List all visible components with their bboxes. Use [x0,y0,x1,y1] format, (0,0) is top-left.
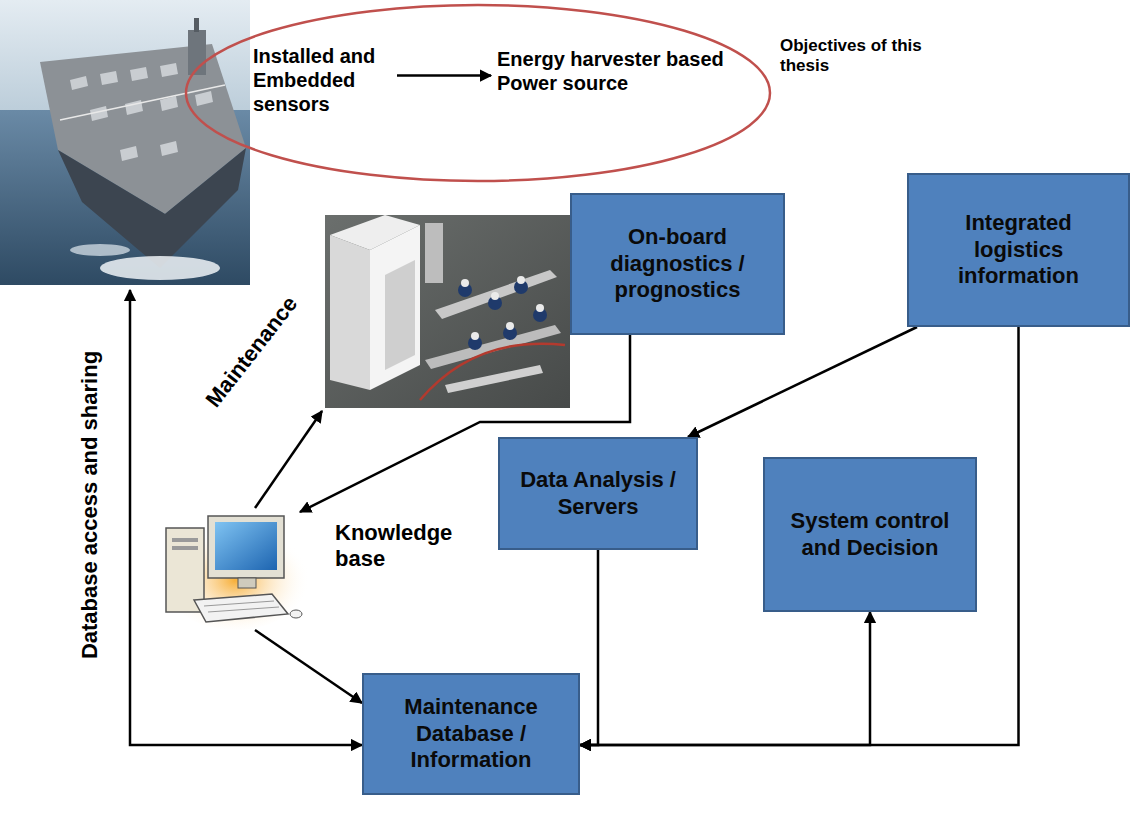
computer-icon [215,522,277,570]
crew [461,279,469,287]
launcher-structure [425,223,443,283]
crew [536,304,544,312]
ellipse-text: Energy harvester based Power source [497,47,742,95]
photo-label: Maintenance [201,291,304,412]
ship-photo [100,71,118,85]
box-text: Data Analysis / Servers [508,467,688,520]
box-text-wrap: On-board diagnostics / prognostics [595,224,760,303]
computer-image [160,510,310,630]
deck-line [420,344,565,400]
connector-arrow [255,411,322,508]
connector-arrow [580,612,870,745]
process-box: On-board diagnostics / prognostics [570,193,785,335]
box-text: Integrated logistics information [929,210,1109,289]
launcher-structure [370,225,420,390]
box-text: System control and Decision [780,508,960,561]
missiles [445,365,543,393]
missiles [435,270,557,319]
knowledge-base-icon: Knowledge base [160,510,460,635]
ship-photo [194,18,199,32]
ellipse-outline [186,5,770,181]
connector-arrow [397,74,491,77]
computer-icon [194,594,288,622]
crew [517,276,525,284]
ship-photo [195,91,213,106]
vertical-label-wrap: Database access and sharing [77,351,103,659]
connector-arrow [688,327,917,437]
vertical-label: Database access and sharing [77,351,103,659]
node-text: Installed and Embedded sensors [253,44,393,116]
computer-icon [208,607,279,612]
ellipse-text: Installed and Embedded sensors [253,44,393,116]
ship-photo [0,0,250,285]
box-text: Maintenance Database / Information [391,694,551,773]
objective-ellipse: Objectives of this thesis Installed and E… [183,2,1033,184]
computer-icon [290,610,302,618]
crew [506,322,514,330]
box-text-wrap: System control and Decision [780,508,960,561]
ship-photo [160,63,178,77]
launcher-structure [330,215,443,390]
node-text: Energy harvester based Power source [497,47,742,95]
box-text: On-board diagnostics / prognostics [595,224,760,303]
launcher-structure [385,260,415,370]
process-box: Data Analysis / Servers [498,437,698,550]
crew [458,276,547,350]
crew [491,292,499,300]
connector-arrow [255,630,362,703]
computer-icon [166,516,302,622]
rotated-label: Maintenance [201,291,304,412]
box-text-wrap: Data Analysis / Servers [508,467,688,520]
computer-icon [238,578,256,588]
ship-photo [60,85,225,120]
missiles [425,325,561,369]
ship-photo [120,146,138,161]
database-box: Maintenance Database / Information [362,673,580,795]
heading-label: Objectives of this thesis [780,36,955,77]
computer-icon [208,516,284,578]
maintenance-photo: Maintenance [325,215,570,408]
connector-arrow [580,550,598,745]
ship-photo [130,67,148,81]
computer-icon [172,538,198,542]
ship-photo [58,148,246,268]
ship-photo [160,141,178,156]
process-box: Integrated logistics information [907,173,1130,327]
computer-icon [172,546,198,550]
ship-photo [100,256,220,280]
crew [471,332,479,340]
deck [325,215,570,408]
box-text-wrap: Maintenance Database / Information [391,694,551,773]
launcher-structure [330,235,370,390]
ship-photo [70,76,88,90]
icon-label: Knowledge base [335,520,460,573]
computer-icon [204,601,274,606]
ship-photo [70,244,130,256]
maintenance-photo-image [325,215,570,408]
box-text-wrap: Integrated logistics information [929,210,1109,289]
process-box: System control and Decision [763,457,977,612]
